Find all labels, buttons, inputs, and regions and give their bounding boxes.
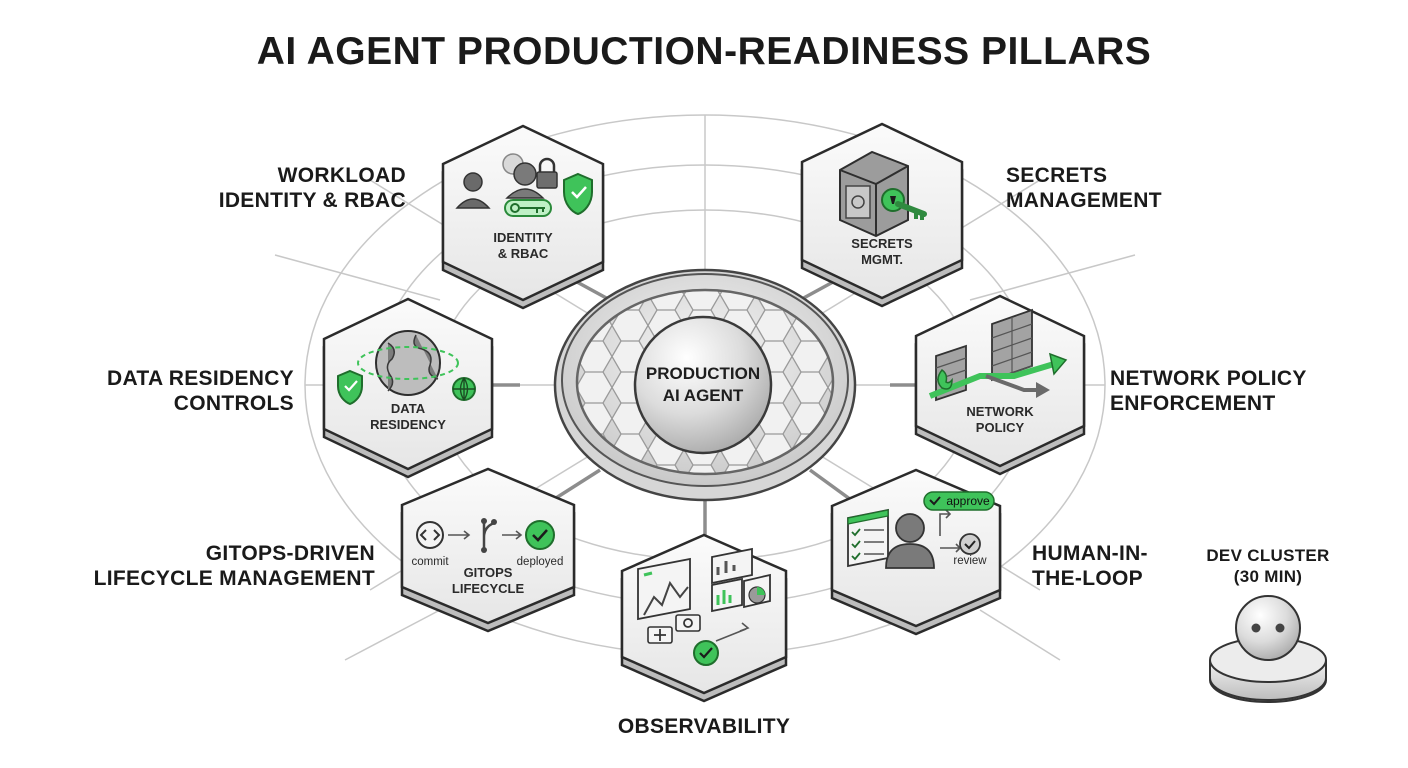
label-network-line1: NETWORK POLICY	[1110, 367, 1307, 390]
gear-icon	[647, 614, 701, 644]
label-data-line2: CONTROLS	[173, 392, 294, 415]
page-title: AI AGENT PRODUCTION-READINESS PILLARS	[256, 30, 1152, 73]
pillar-identity-inner-line1: IDENTITY	[493, 230, 553, 245]
arrow-icon	[928, 352, 1068, 399]
label-gitops-line1: GITOPS-DRIVEN	[205, 542, 375, 565]
deployed-label: deployed	[517, 556, 564, 568]
label-gitops: GITOPS-DRIVEN LIFECYCLE MANAGEMENT	[60, 541, 375, 591]
pillar-gitops-inner-line2: LIFECYCLE	[452, 581, 525, 596]
code-icon	[416, 521, 444, 549]
label-dev-cluster-line2: (30 MIN)	[1233, 567, 1303, 586]
pillar-network-policy: NETWORK POLICY	[914, 294, 1086, 476]
label-dev-cluster: DEV CLUSTER (30 MIN)	[1178, 545, 1358, 587]
approve-badge: approve	[923, 491, 995, 511]
label-secrets-line1: SECRETS	[1006, 164, 1108, 187]
label-secrets: SECRETS MANAGEMENT	[1006, 163, 1236, 213]
label-identity: WORKLOAD IDENTITY & RBAC	[170, 163, 406, 213]
pillar-network-inner-line2: POLICY	[976, 420, 1025, 435]
pillar-data-inner-line2: RESIDENCY	[370, 417, 446, 432]
pillar-data-inner-line1: DATA	[391, 401, 426, 416]
label-network-policy: NETWORK POLICY ENFORCEMENT	[1110, 366, 1340, 416]
pillar-identity-inner-line2: & RBAC	[498, 246, 549, 261]
label-hitl-line2: THE-LOOP	[1032, 567, 1143, 590]
key-icon	[504, 199, 552, 217]
pillar-observability	[620, 533, 788, 703]
label-identity-line1: WORKLOAD	[277, 164, 406, 187]
label-gitops-line2: LIFECYCLE MANAGEMENT	[93, 567, 375, 590]
label-identity-line2: IDENTITY & RBAC	[218, 189, 406, 212]
label-data-line1: DATA RESIDENCY	[107, 367, 294, 390]
check-icon	[525, 520, 555, 550]
center-hub: PRODUCTION AI AGENT	[553, 268, 857, 502]
review-label: review	[953, 555, 987, 567]
label-dev-cluster-line1: DEV CLUSTER	[1206, 546, 1330, 565]
label-network-line2: ENFORCEMENT	[1110, 392, 1276, 415]
pillar-gitops: commit deployed GITOPS LIFECYCLE	[400, 467, 576, 633]
pillar-secrets: SECRETS MGMT.	[800, 122, 964, 308]
check-icon	[959, 533, 981, 555]
check-icon	[693, 640, 719, 666]
pillar-identity: IDENTITY & RBAC	[441, 124, 605, 310]
globe-icon	[357, 330, 459, 396]
pillar-secrets-inner-line1: SECRETS	[851, 236, 913, 251]
shield-check-icon	[563, 172, 593, 216]
label-observability-line1: OBSERVABILITY	[617, 715, 791, 738]
label-hitl-line1: HUMAN-IN-	[1032, 542, 1148, 565]
fire-icon	[937, 368, 953, 390]
label-observability: OBSERVABILITY	[554, 714, 854, 739]
label-hitl: HUMAN-IN- THE-LOOP	[1032, 541, 1192, 591]
dev-cluster-pod	[1209, 595, 1327, 703]
pie-chart-icon	[743, 573, 771, 609]
line-chart-icon	[637, 557, 691, 621]
bar-chart-icon	[711, 547, 753, 613]
commit-label: commit	[411, 556, 449, 568]
users-icon	[455, 153, 545, 209]
label-secrets-line2: MANAGEMENT	[1006, 189, 1162, 212]
center-label-line1: PRODUCTION	[646, 364, 760, 383]
web-icon	[452, 377, 476, 401]
key-icon	[895, 201, 927, 220]
approve-label: approve	[946, 494, 990, 508]
checklist-icon	[847, 508, 889, 568]
pillar-secrets-inner-line2: MGMT.	[861, 252, 903, 267]
pillar-gitops-inner-line1: GITOPS	[464, 565, 513, 580]
label-data-residency: DATA RESIDENCY CONTROLS	[70, 366, 294, 416]
person-icon	[885, 513, 935, 569]
pillar-hitl: approve review	[830, 468, 1002, 636]
branch-icon	[481, 518, 497, 553]
center-label-line2: AI AGENT	[663, 386, 744, 405]
lock-icon	[536, 157, 558, 189]
shield-check-icon	[337, 369, 363, 406]
pillar-data-residency: DATA RESIDENCY	[322, 297, 494, 479]
vault-icon	[839, 150, 909, 238]
pillar-network-inner-line1: NETWORK	[966, 404, 1034, 419]
